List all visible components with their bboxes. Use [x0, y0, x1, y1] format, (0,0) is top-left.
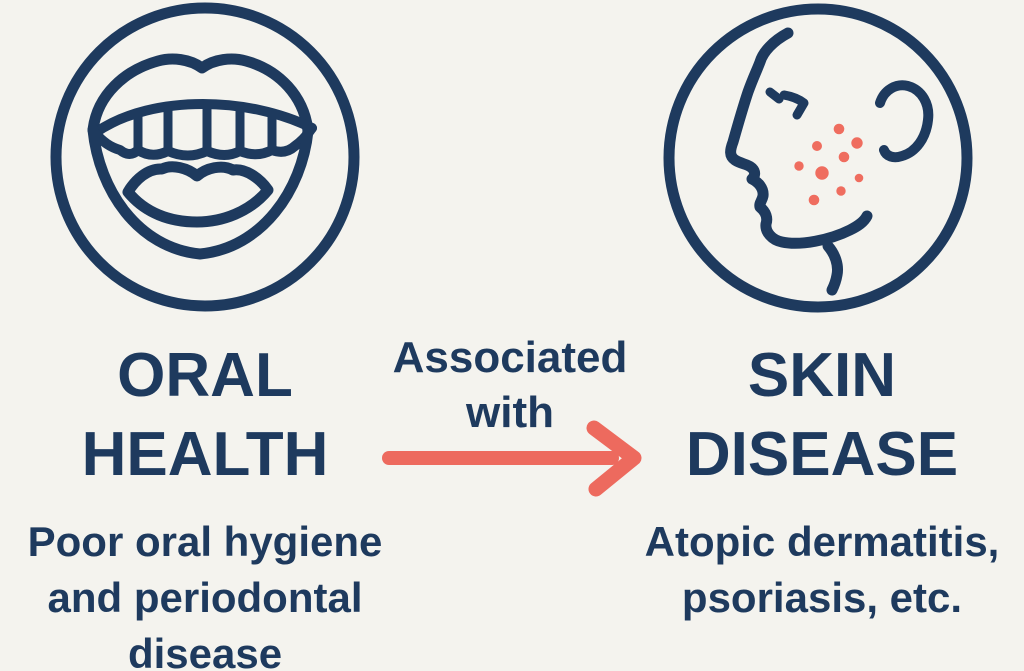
eye-icon [765, 87, 809, 120]
lower-lip-outline [87, 124, 314, 260]
right-arrow-icon [382, 420, 642, 497]
neck-line [822, 240, 843, 296]
ear-icon [875, 80, 934, 163]
oral-health-subtitle-line2: and periodontal [47, 574, 363, 621]
mouth-icon [50, 2, 360, 312]
acne-dots [794, 123, 864, 206]
associated-with-label-line1: Associated [392, 333, 628, 382]
associated-with-label-line2: with [466, 388, 554, 437]
face-icon-circle [663, 3, 973, 313]
oral-health-subtitle-line3: disease [127, 630, 283, 671]
skin-disease-subtitle-line2: psoriasis, etc. [681, 574, 963, 621]
mouth-icon-circle [50, 2, 360, 312]
skin-disease-subtitle: Atopic dermatitis, psoriasis, etc. [622, 514, 1022, 626]
upper-lip-outline [87, 53, 314, 137]
teeth-dividers [133, 101, 277, 155]
skin-disease-title-line2: DISEASE [685, 420, 959, 489]
associated-with-label: Associated with [385, 330, 635, 440]
skin-disease-title-line1: SKIN [747, 341, 897, 410]
oral-health-title: ORAL HEALTH [25, 336, 385, 494]
oral-health-title-line1: ORAL [117, 341, 293, 410]
oral-health-title-line2: HEALTH [81, 420, 329, 489]
skin-disease-title: SKIN DISEASE [642, 336, 1002, 494]
oral-health-subtitle: Poor oral hygiene and periodontal diseas… [5, 514, 405, 671]
lower-lip-inner [122, 161, 274, 228]
skin-disease-subtitle-line1: Atopic dermatitis, [644, 518, 1000, 565]
arrow-head [586, 420, 642, 497]
face-profile-line [725, 27, 873, 249]
oral-health-subtitle-line1: Poor oral hygiene [27, 518, 383, 565]
face-with-acne-icon [663, 3, 973, 313]
